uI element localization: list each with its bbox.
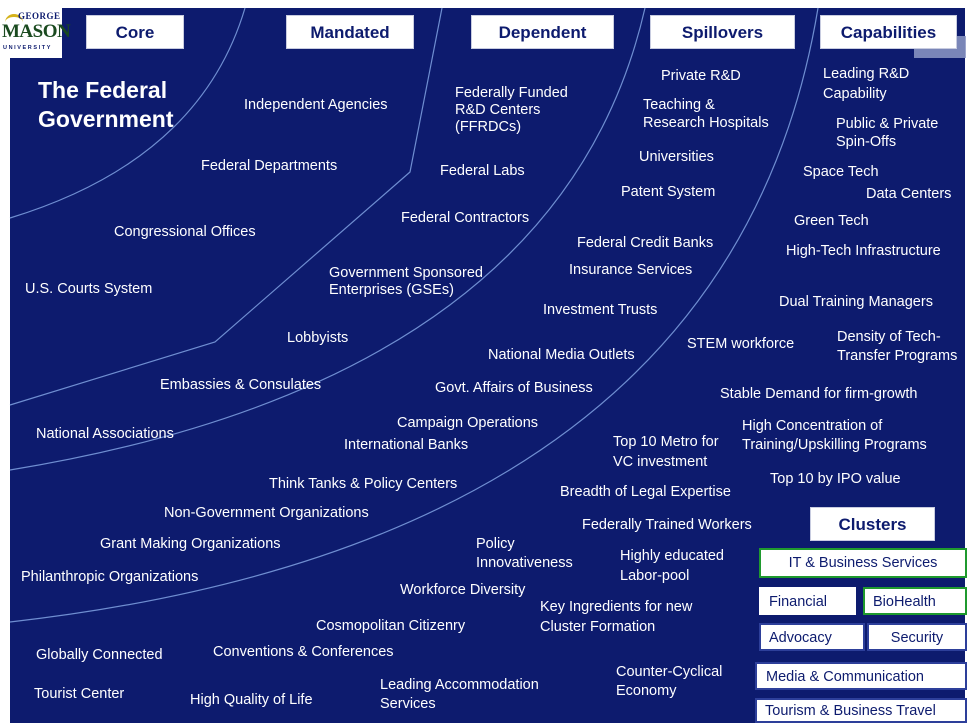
logo-mason: MASON — [2, 21, 71, 42]
header-capabilities: Capabilities — [820, 15, 957, 49]
label-policy-2: Innovativeness — [476, 555, 573, 571]
label-quality-life: High Quality of Life — [190, 692, 313, 708]
label-counter-2: Economy — [616, 683, 677, 699]
label-investment-trusts: Investment Trusts — [543, 302, 658, 318]
label-data-centers: Data Centers — [866, 186, 952, 202]
label-legal: Breadth of Legal Expertise — [560, 484, 731, 500]
cluster-security: Security — [867, 623, 967, 651]
label-hospitals-2: Research Hospitals — [643, 115, 769, 131]
label-leading-rd-2: Capability — [823, 86, 887, 102]
label-congressional-offices: Congressional Offices — [114, 224, 256, 240]
label-space-tech: Space Tech — [803, 164, 879, 180]
label-private-rd: Private R&D — [661, 68, 741, 84]
label-grant-making: Grant Making Organizations — [100, 536, 281, 552]
label-vc-2: VC investment — [613, 454, 708, 470]
label-patent-system: Patent System — [621, 184, 716, 200]
label-spinoffs-1: Public & Private — [836, 116, 939, 132]
label-campaign-ops: Campaign Operations — [397, 415, 539, 431]
label-insurance: Insurance Services — [569, 262, 693, 278]
cluster-financial: Financial — [759, 587, 856, 615]
label-federal-contractors: Federal Contractors — [401, 210, 530, 226]
header-mandated: Mandated — [286, 15, 414, 49]
label-concentration-1: High Concentration of — [742, 418, 883, 434]
logo-swoosh — [5, 14, 23, 31]
logo-university: UNIVERSITY — [3, 45, 53, 51]
label-govt-affairs: Govt. Affairs of Business — [435, 380, 593, 396]
header-dependent: Dependent — [471, 15, 614, 49]
label-independent-agencies: Independent Agencies — [244, 97, 388, 113]
header-core: Core — [86, 15, 184, 49]
label-hospitals-1: Teaching & — [643, 97, 715, 113]
label-density-1: Density of Tech- — [837, 329, 941, 345]
label-credit-banks: Federal Credit Banks — [577, 235, 714, 251]
label-policy-1: Policy — [476, 536, 515, 552]
label-federal-departments: Federal Departments — [201, 158, 338, 174]
label-national-associations: National Associations — [36, 426, 174, 442]
title-line-1: The Federal — [38, 77, 168, 103]
label-think-tanks: Think Tanks & Policy Centers — [269, 476, 458, 492]
label-trained-workers: Federally Trained Workers — [582, 517, 752, 533]
label-ipo: Top 10 by IPO value — [770, 471, 901, 487]
label-diversity: Workforce Diversity — [400, 582, 526, 598]
label-accommodation-1: Leading Accommodation — [380, 677, 539, 693]
label-intl-banks: International Banks — [344, 437, 469, 453]
title-line-2: Government — [38, 106, 174, 132]
label-educated-1: Highly educated — [620, 548, 724, 564]
label-lobbyists: Lobbyists — [287, 330, 349, 346]
label-educated-2: Labor-pool — [620, 568, 690, 584]
label-globally: Globally Connected — [36, 647, 163, 663]
label-dual-training: Dual Training Managers — [779, 294, 933, 310]
cluster-it-business: IT & Business Services — [759, 548, 967, 578]
label-gse-2: Enterprises (GSEs) — [329, 282, 454, 298]
label-federal-labs: Federal Labs — [440, 163, 525, 179]
label-vc-1: Top 10 Metro for — [613, 434, 719, 450]
label-concentration-2: Training/Upskilling Programs — [742, 437, 927, 453]
label-conventions: Conventions & Conferences — [213, 644, 394, 660]
label-green-tech: Green Tech — [794, 213, 869, 229]
label-ffrdc-3: (FFRDCs) — [455, 119, 522, 135]
label-accommodation-2: Services — [380, 696, 436, 712]
cluster-media: Media & Communication — [755, 662, 967, 690]
label-ngos: Non-Government Organizations — [164, 505, 369, 521]
label-citizenry: Cosmopolitan Citizenry — [316, 618, 466, 634]
label-spinoffs-2: Spin-Offs — [836, 134, 897, 150]
label-tourist: Tourist Center — [34, 686, 125, 702]
university-logo: GEORGE MASON UNIVERSITY — [0, 8, 71, 58]
label-ffrdc-1: Federally Funded — [455, 85, 568, 101]
logo-george: GEORGE — [18, 11, 61, 21]
cluster-tourism: Tourism & Business Travel — [755, 698, 967, 723]
label-key-ingredients-2: Cluster Formation — [540, 619, 656, 635]
label-infrastructure: High-Tech Infrastructure — [786, 243, 941, 259]
label-embassies: Embassies & Consulates — [160, 377, 322, 393]
label-key-ingredients-1: Key Ingredients for new — [540, 599, 693, 615]
label-philanthropic: Philanthropic Organizations — [21, 569, 199, 585]
label-gse-1: Government Sponsored — [329, 265, 483, 281]
label-stem: STEM workforce — [687, 336, 795, 352]
label-courts: U.S. Courts System — [25, 281, 153, 297]
header-spillovers: Spillovers — [650, 15, 795, 49]
label-ffrdc-2: R&D Centers — [455, 102, 541, 118]
label-density-2: Transfer Programs — [837, 348, 958, 364]
cluster-biohealth: BioHealth — [863, 587, 967, 615]
label-media-outlets: National Media Outlets — [488, 347, 635, 363]
label-leading-rd-1: Leading R&D — [823, 66, 910, 82]
label-stable-demand: Stable Demand for firm-growth — [720, 386, 918, 402]
label-counter-1: Counter-Cyclical — [616, 664, 723, 680]
cluster-advocacy: Advocacy — [759, 623, 865, 651]
clusters-title: Clusters — [810, 507, 935, 541]
label-universities: Universities — [639, 149, 714, 165]
